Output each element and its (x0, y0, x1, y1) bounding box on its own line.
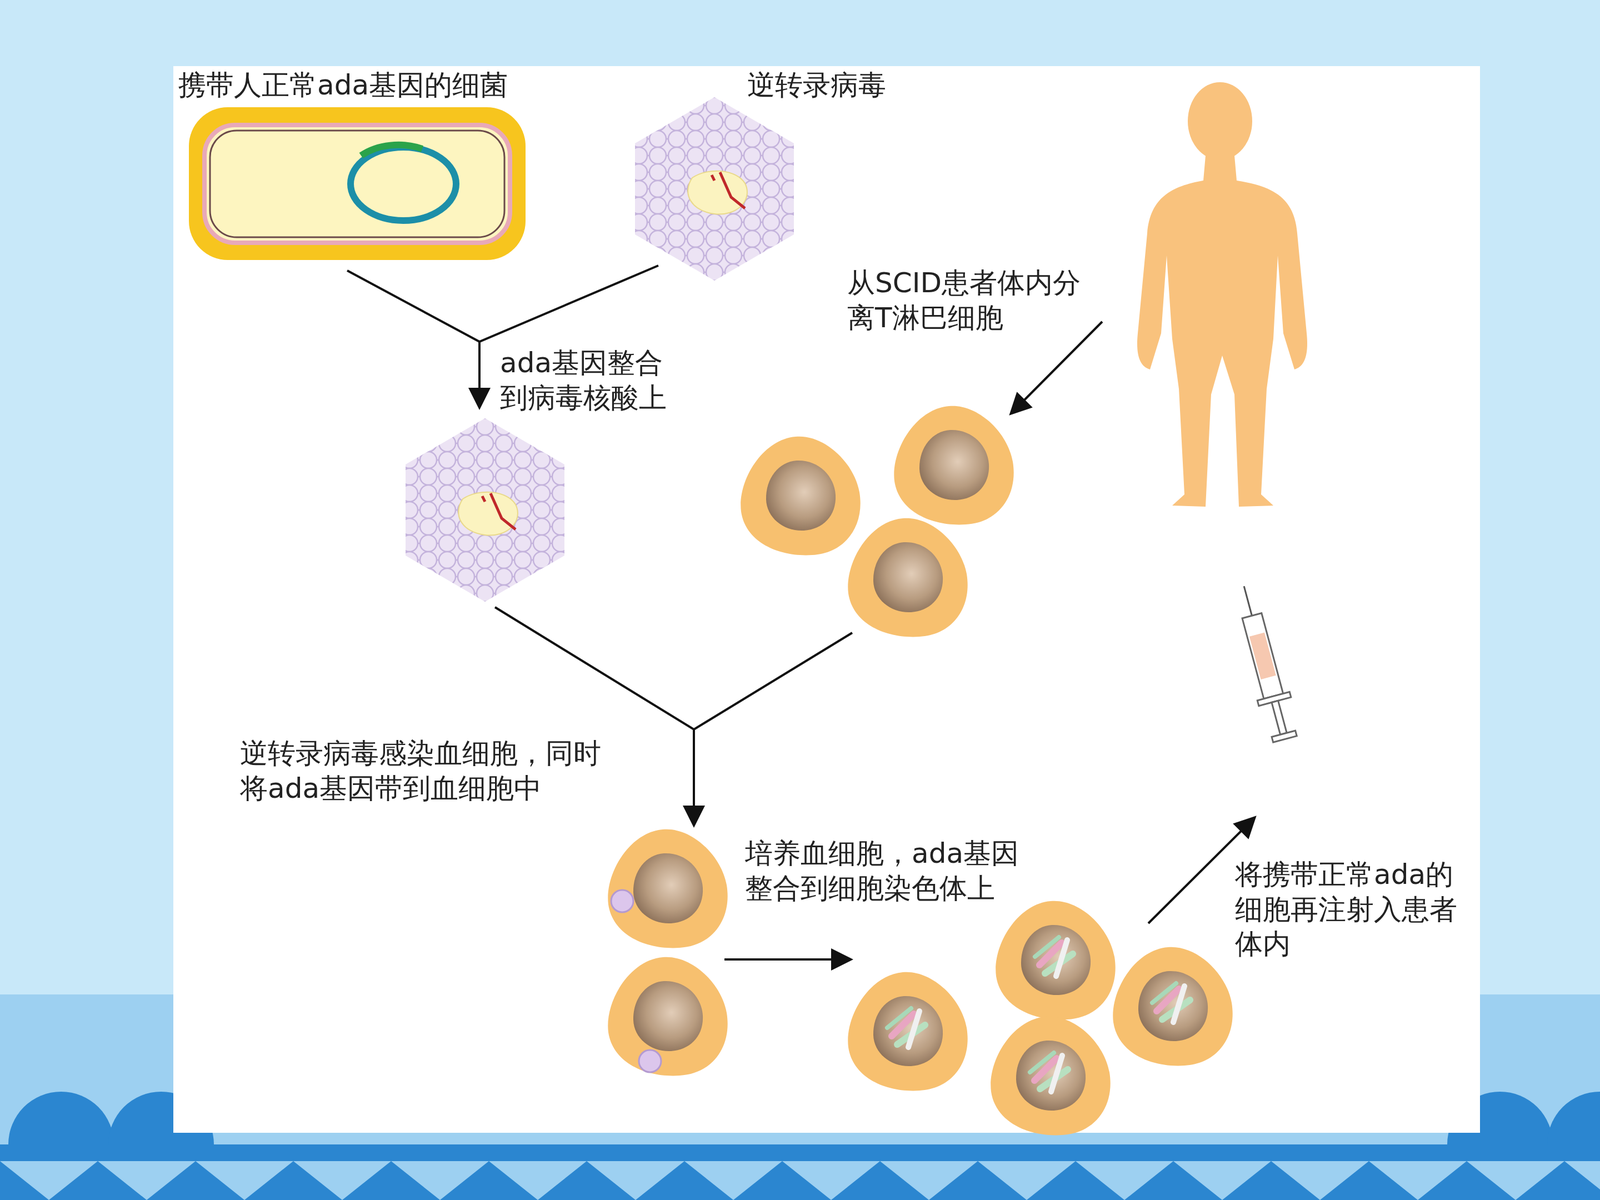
band-tooth (1075, 1161, 1174, 1200)
caption-label: ada基因整合到病毒核酸上 (500, 345, 678, 415)
band-tooth (782, 1161, 880, 1200)
band-tooth (1368, 1161, 1467, 1200)
band-tooth (1564, 1161, 1600, 1200)
caption-label: 逆转录病毒 (747, 67, 925, 103)
caption-label: 培养血细胞，ada基因整合到细胞染色体上 (745, 836, 1023, 906)
band-tooth (0, 1161, 98, 1200)
band-tooth (195, 1161, 294, 1200)
band-tooth (97, 1161, 196, 1200)
band-tooth (488, 1161, 587, 1200)
caption-label: 从SCID患者体内分离T淋巴细胞 (847, 265, 1087, 335)
band-tooth (1173, 1161, 1272, 1200)
band-tooth (880, 1161, 978, 1200)
band-tooth (684, 1161, 783, 1200)
caption-label: 将携带正常ada的细胞再注射入患者体内 (1235, 857, 1463, 962)
caption-label: 携带人正常ada基因的细菌 (178, 67, 534, 103)
band-tooth (391, 1161, 489, 1200)
band-tooth (293, 1161, 392, 1200)
caption-label: 逆转录病毒感染血细胞，同时将ada基因带到血细胞中 (240, 736, 618, 806)
band-tooth (1271, 1161, 1369, 1200)
band-tooth (977, 1161, 1076, 1200)
band-tooth (1466, 1161, 1565, 1200)
band-tooth (586, 1161, 685, 1200)
